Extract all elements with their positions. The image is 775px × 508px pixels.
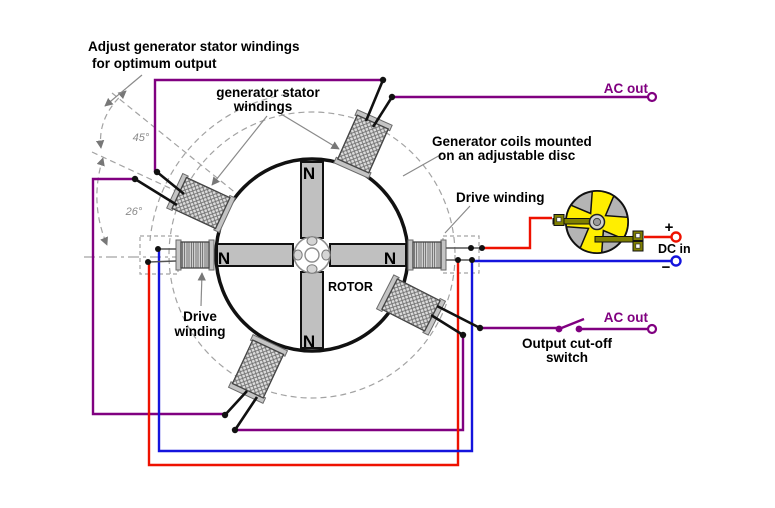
junction-dot — [131, 175, 139, 183]
dc-wire-blue-return — [157, 249, 671, 453]
leader-disc — [402, 153, 443, 177]
lead-drive-left — [148, 248, 177, 263]
commutator — [552, 190, 644, 254]
magnet-left — [216, 243, 294, 267]
ac-wire-bottom-loop — [235, 335, 465, 432]
dc-wire-coil-to-brush — [482, 216, 552, 250]
junction-dot — [379, 76, 387, 84]
coil-cap — [407, 239, 414, 271]
coil-cap — [440, 239, 447, 271]
label-switch-line1: Output cut-off — [522, 336, 612, 351]
junction-dot — [221, 411, 229, 419]
pole-label-left: N — [218, 249, 230, 268]
coil-body — [171, 176, 231, 230]
label-angle-45: 45° — [133, 132, 150, 144]
coil-body — [231, 339, 285, 399]
lead-lower-left-coil — [224, 390, 259, 431]
dc-negative-terminal — [670, 255, 682, 267]
label-drive-winding-left-line1: Drive — [183, 309, 217, 324]
ac-wire-top-to-left-coil — [153, 78, 383, 172]
ac-out-terminal-top — [646, 91, 658, 103]
hub-screw-top — [306, 236, 318, 246]
junction-dot — [155, 246, 161, 252]
leader-stator-left-coil — [211, 115, 268, 186]
coil-leads — [131, 76, 485, 434]
junction-dot — [145, 259, 151, 265]
label-generator-stator-line1: generator stator — [216, 85, 320, 100]
junction-dot — [469, 257, 475, 263]
wiring — [91, 78, 671, 467]
drive-coil-left — [175, 239, 215, 271]
angle-arc-26 — [96, 157, 108, 246]
junction-dot — [459, 331, 467, 339]
junction-dot — [476, 324, 484, 332]
label-switch-line2: switch — [546, 350, 588, 365]
junction-dot — [153, 168, 161, 176]
label-generator-stator-line2: windings — [233, 99, 293, 114]
switch-contact-right — [575, 325, 583, 333]
pole-label-right: N — [384, 249, 396, 268]
lead-upper-left-coil — [134, 170, 185, 207]
label-adjust-line1: Adjust generator stator windings — [88, 39, 300, 54]
label-dc-in: DC in — [658, 242, 691, 256]
coil-cap — [208, 239, 215, 271]
label-ac-out-top: AC out — [604, 81, 649, 96]
label-adjust-line2: for optimum output — [92, 56, 217, 71]
angle-arc-45 — [95, 90, 127, 149]
junction-dot — [468, 245, 474, 251]
adjustable-disc-circle — [168, 111, 456, 399]
dc-wire-red-bottom-loop — [147, 260, 460, 467]
junction-dot — [479, 245, 485, 251]
hub-shaft — [304, 247, 320, 263]
pole-label-bottom: N — [303, 332, 315, 351]
label-generator-coils-line2: on an adjustable disc — [438, 148, 576, 163]
leader-stator-top-coil — [280, 113, 340, 150]
leader-drive-right — [444, 205, 471, 234]
label-dc-minus: − — [662, 259, 671, 276]
labels: Adjust generator stator windings for opt… — [88, 39, 691, 365]
coil-body — [412, 241, 442, 269]
label-drive-winding-right: Drive winding — [456, 190, 545, 205]
terminal-screw — [556, 217, 562, 223]
label-generator-coils-line1: Generator coils mounted — [432, 134, 592, 149]
dc-positive-terminal — [670, 231, 682, 243]
output-cutoff-switch — [555, 317, 585, 333]
commutator-shaft — [592, 217, 602, 227]
rotor-assembly: N N N N ROTOR — [214, 157, 410, 353]
label-drive-winding-left-line2: winding — [174, 324, 226, 339]
ac-out-terminal-bottom — [646, 323, 658, 335]
coil-cap — [175, 239, 182, 271]
radial-line-45 — [111, 92, 259, 212]
label-angle-26: 26° — [125, 206, 143, 218]
coil-body — [180, 241, 210, 269]
pole-label-top: N — [303, 164, 315, 183]
hub-screw-right — [321, 249, 331, 261]
junction-dot — [455, 257, 461, 263]
terminal-screw — [635, 243, 641, 249]
label-ac-out-bottom: AC out — [604, 310, 649, 325]
drive-coil-right-mount-box — [442, 235, 480, 274]
hub-screw-bottom — [306, 264, 318, 274]
leader-adjust — [104, 74, 143, 107]
junction-dot — [231, 426, 239, 434]
coil-body — [336, 114, 390, 174]
lead-top-coil — [364, 79, 394, 128]
lead-lower-right-coil — [430, 304, 481, 337]
lead-drive-right — [446, 247, 482, 261]
switch-lever — [558, 317, 585, 331]
label-dc-plus: + — [665, 219, 674, 236]
hub-screw-left — [293, 249, 303, 261]
drive-coil-right — [407, 239, 447, 271]
junction-dot — [388, 93, 396, 101]
radial-line-26 — [91, 151, 274, 237]
rotor-label: ROTOR — [328, 280, 373, 294]
leader-drive-left — [197, 272, 206, 307]
terminal-screw — [635, 233, 641, 239]
stator-coil-top — [333, 109, 393, 179]
